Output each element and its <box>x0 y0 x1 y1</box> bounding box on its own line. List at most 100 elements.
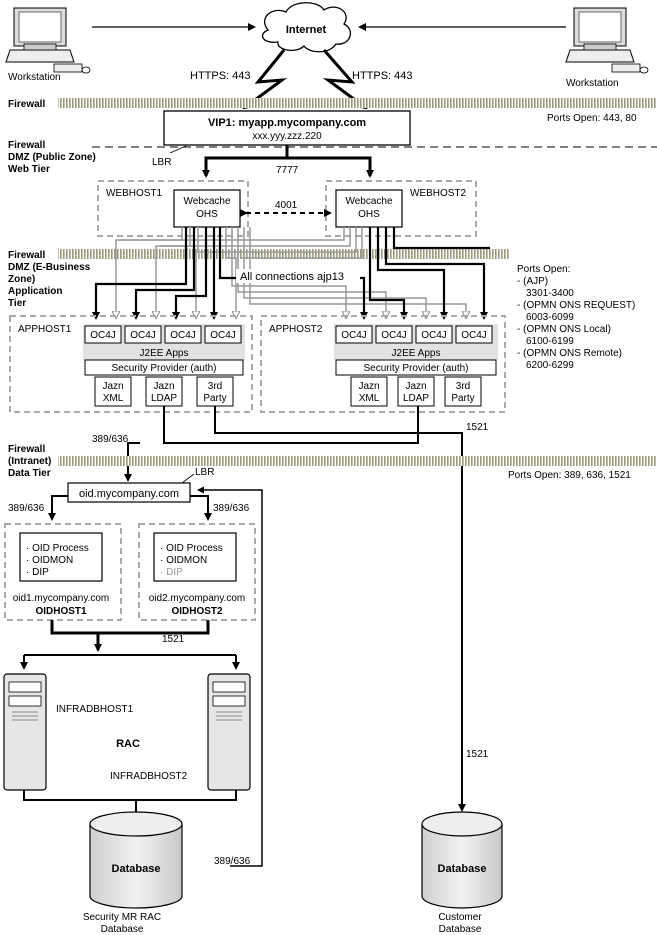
apphost2-oc4j-box <box>415 325 453 344</box>
app-to-oid-lb <box>124 442 140 482</box>
oid-lb-to-oidhost2 <box>190 495 212 521</box>
ajp-black-7 <box>376 227 448 320</box>
internet-cloud: Internet <box>261 2 352 53</box>
apphost2-oc4j-box <box>335 325 373 344</box>
ports-app-3: - (OPMN ONS REQUEST) <box>517 300 635 311</box>
firewall1-label: Firewall <box>8 99 45 110</box>
ports-app-list: Ports Open: - (AJP) 3301-3400 - (OPMN ON… <box>517 264 635 371</box>
apphost1-security-label: Security Provider (auth) <box>111 363 216 374</box>
infradbhost1-server-icon <box>3 673 47 791</box>
https-right-label: HTTPS: 443 <box>352 70 413 82</box>
apphost2-oc4j-label: OC4J <box>341 330 367 341</box>
oid-lb-to-oidhost1 <box>48 495 68 521</box>
lbr-oid-label: LBR <box>195 467 214 478</box>
webhost2-label: WEBHOST2 <box>410 188 467 199</box>
apphost2-provider-line1: Jazn <box>405 381 426 392</box>
apphost2-oc4j-label: OC4J <box>421 330 447 341</box>
apphost1-oc4j-box <box>124 325 162 344</box>
oidhost2-label: OIDHOST2 <box>171 606 223 617</box>
webhost2-ohs-box <box>335 189 403 228</box>
apphost1-oc4j-label: OC4J <box>90 330 116 341</box>
apphost1-security-box <box>84 359 244 376</box>
rac-label: RAC <box>116 738 140 750</box>
app-ldap-bus <box>163 406 419 444</box>
app-to-customer-db <box>214 406 466 812</box>
apphost2-provider-line1: Jazn <box>358 381 379 392</box>
workstation-right: Workstation <box>565 7 649 89</box>
port-389-db-label: 389/636 <box>214 856 251 867</box>
infradbhost2-server-icon <box>207 673 251 791</box>
port-1521-cust-label: 1521 <box>466 749 489 760</box>
port-1521-app-label: 1521 <box>466 422 489 433</box>
apphost2-provider-box <box>397 376 435 407</box>
apphost2-provider-line2: Party <box>451 393 474 404</box>
ajp-gray-6 <box>237 227 386 318</box>
apphost2-security-box <box>335 359 497 376</box>
webhost1-label: WEBHOST1 <box>106 188 163 199</box>
ajp-gray-5 <box>231 227 346 318</box>
dmz-app-line1: Firewall <box>8 250 45 261</box>
apphost1-provider-line2: Party <box>203 393 226 404</box>
vip-address: xxx.yyy.zzz.220 <box>252 131 322 142</box>
firewall3-band <box>58 456 657 466</box>
apphost1-provider-line1: Jazn <box>153 381 174 392</box>
ports-app-2: 3301-3400 <box>526 288 574 299</box>
apphost1-label: APPHOST1 <box>18 324 72 335</box>
apphost1-provider-line1: Jazn <box>102 381 123 392</box>
vip-to-webhost2 <box>287 156 374 178</box>
oidhost2-container <box>138 523 256 621</box>
apphost1-provider-box <box>145 376 183 407</box>
ports-app-0: Ports Open: <box>517 264 570 275</box>
workstation-left: Workstation <box>5 7 91 83</box>
ajp-label-bg <box>236 269 360 283</box>
oid-hosts-bus <box>50 620 210 635</box>
rac-to-db-bus <box>23 790 237 801</box>
apphost2-container <box>260 315 506 413</box>
apphost1-provider-box <box>94 376 132 407</box>
customer-db-icon <box>421 811 503 909</box>
apphost2-label: APPHOST2 <box>269 324 323 335</box>
ajp-gray-11 <box>200 227 357 253</box>
firewall1-band <box>58 98 657 108</box>
vip-box: VIP1: myapp.mycompany.com xxx.yyy.zzz.22… <box>163 110 411 146</box>
oidhost1-item-1: · OIDMON <box>26 555 73 566</box>
vip-to-webhost1 <box>202 145 289 178</box>
oidhost1-container <box>4 523 122 621</box>
dmz-app-line5: Tier <box>8 298 26 309</box>
workstation-icon <box>565 7 649 74</box>
firewall3-line1: Firewall <box>8 444 45 455</box>
apphost1-container <box>9 315 253 413</box>
port-4001-label: 4001 <box>275 200 298 211</box>
apphost1-oc4j-box <box>204 325 242 344</box>
dmz-app-line4: Application <box>8 286 62 297</box>
webhost1-container <box>97 180 249 237</box>
ajp-black-1 <box>92 227 188 320</box>
webhost2-container <box>325 180 477 237</box>
lbr-top-label: LBR <box>152 157 171 168</box>
apphost2-security-label: Security Provider (auth) <box>363 363 468 374</box>
apphost2-provider-line2: LDAP <box>403 393 429 404</box>
firewall3-ports: Ports Open: 389, 636, 1521 <box>508 470 631 481</box>
ajp-black-3 <box>172 227 208 320</box>
oidhost2-item-2: · DIP <box>160 567 183 578</box>
firewall3-line2: (Intranet) <box>8 456 51 467</box>
apphost2-provider-line1: 3rd <box>456 381 470 392</box>
https-left-label: HTTPS: 443 <box>190 70 251 82</box>
apphost2-oc4j-label: OC4J <box>461 330 487 341</box>
apphost1-oc4j-box <box>84 325 122 344</box>
ajp-black-6 <box>368 227 408 320</box>
apphost2-oc4j-box <box>375 325 413 344</box>
ajp-black-8 <box>384 227 488 320</box>
oidhost1-dns: oid1.mycompany.com <box>13 593 110 604</box>
dmz-app-line2: DMZ (E-Business <box>8 262 91 273</box>
ajp-gray-7 <box>243 227 426 318</box>
workstation-left-label: Workstation <box>8 72 61 83</box>
apphost1-provider-line2: XML <box>103 393 124 404</box>
lbr-top-pointer <box>169 145 187 154</box>
apphost1-provider-line2: LDAP <box>151 393 177 404</box>
https-link-left <box>242 49 288 110</box>
ajp-label: All connections ajp13 <box>240 271 344 283</box>
firewall3-line3: Data Tier <box>8 468 51 479</box>
apphost1-oc4j-label: OC4J <box>130 330 156 341</box>
lbr-oid-pointer <box>181 473 195 484</box>
